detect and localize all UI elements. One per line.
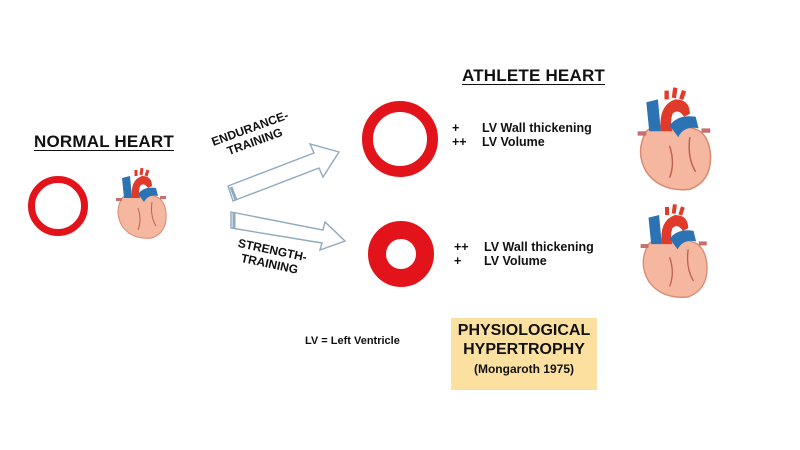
endurance-stats: +LV Wall thickening ++LV Volume <box>452 121 592 149</box>
strength-lv-ring <box>368 221 434 287</box>
box-line2: HYPERTROPHY <box>463 341 585 358</box>
strength-heart-icon <box>640 204 708 298</box>
endurance-heart-icon <box>637 87 712 191</box>
normal-heart-title: NORMAL HEART <box>34 132 174 151</box>
normal-lv-ring <box>28 176 88 236</box>
strength-stats: ++LV Wall thickening +LV Volume <box>454 240 594 268</box>
anatomical-heart-icon <box>116 167 167 239</box>
strength-arrow <box>230 211 347 252</box>
endurance-arrow <box>227 142 341 202</box>
athlete-heart-title: ATHLETE HEART <box>462 66 605 85</box>
physiological-hypertrophy-box: PHYSIOLOGICAL HYPERTROPHY (Mongaroth 197… <box>451 318 597 390</box>
box-line1: PHYSIOLOGICAL <box>457 322 591 339</box>
strength-stat-volume: +LV Volume <box>454 254 547 268</box>
endurance-stat-wall: +LV Wall thickening <box>452 121 592 135</box>
endurance-stat-volume: ++LV Volume <box>452 135 545 149</box>
lv-legend: LV = Left Ventricle <box>305 335 400 347</box>
endurance-lv-ring <box>362 101 438 177</box>
strength-stat-wall: ++LV Wall thickening <box>454 240 594 254</box>
box-citation: (Mongaroth 1975) <box>473 362 574 376</box>
